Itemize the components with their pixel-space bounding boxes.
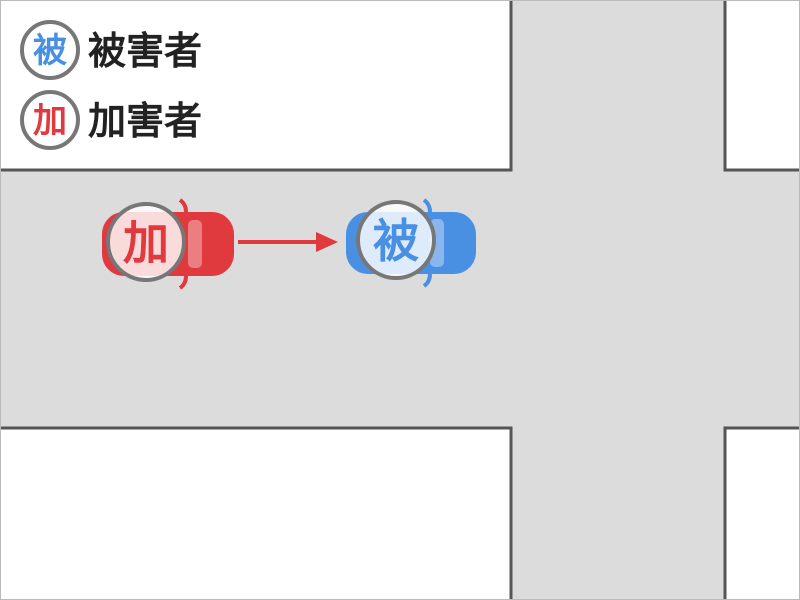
legend-victim-circle [20,20,80,80]
victim-car-mirror-top [422,198,432,213]
perpetrator-car-mirror-bottom [178,275,188,290]
arrow-head [316,232,338,252]
curb-bottom-right [723,426,800,600]
curb-top-right [723,0,800,172]
legend-perpetrator-label: 加害者 [88,99,202,143]
perpetrator-car-mirror-top [178,198,188,213]
curb-bottom-left [0,426,513,600]
victim-car: 被 [346,198,476,288]
legend-item-perpetrator: 加 加害者 [20,90,202,150]
perpetrator-car: 加 [102,198,234,290]
legend-perpetrator-circle [20,90,80,150]
victim-car-badge [356,200,436,280]
legend-victim-label: 被害者 [88,29,202,73]
legend: 被 被害者 加 加害者 [20,20,202,150]
legend-item-victim: 被 被害者 [20,20,202,80]
victim-car-symbol: 被 [373,214,419,268]
curb-top-left [0,0,513,172]
legend-perpetrator-symbol: 加 [33,101,67,141]
direction-arrow [238,232,338,252]
victim-car-mirror-bottom [422,273,432,288]
perpetrator-car-windshield [188,220,202,268]
perpetrator-car-badge [106,202,186,282]
vertical-road [511,0,725,600]
perpetrator-car-symbol: 加 [123,216,169,270]
legend-victim-symbol: 被 [33,31,67,71]
